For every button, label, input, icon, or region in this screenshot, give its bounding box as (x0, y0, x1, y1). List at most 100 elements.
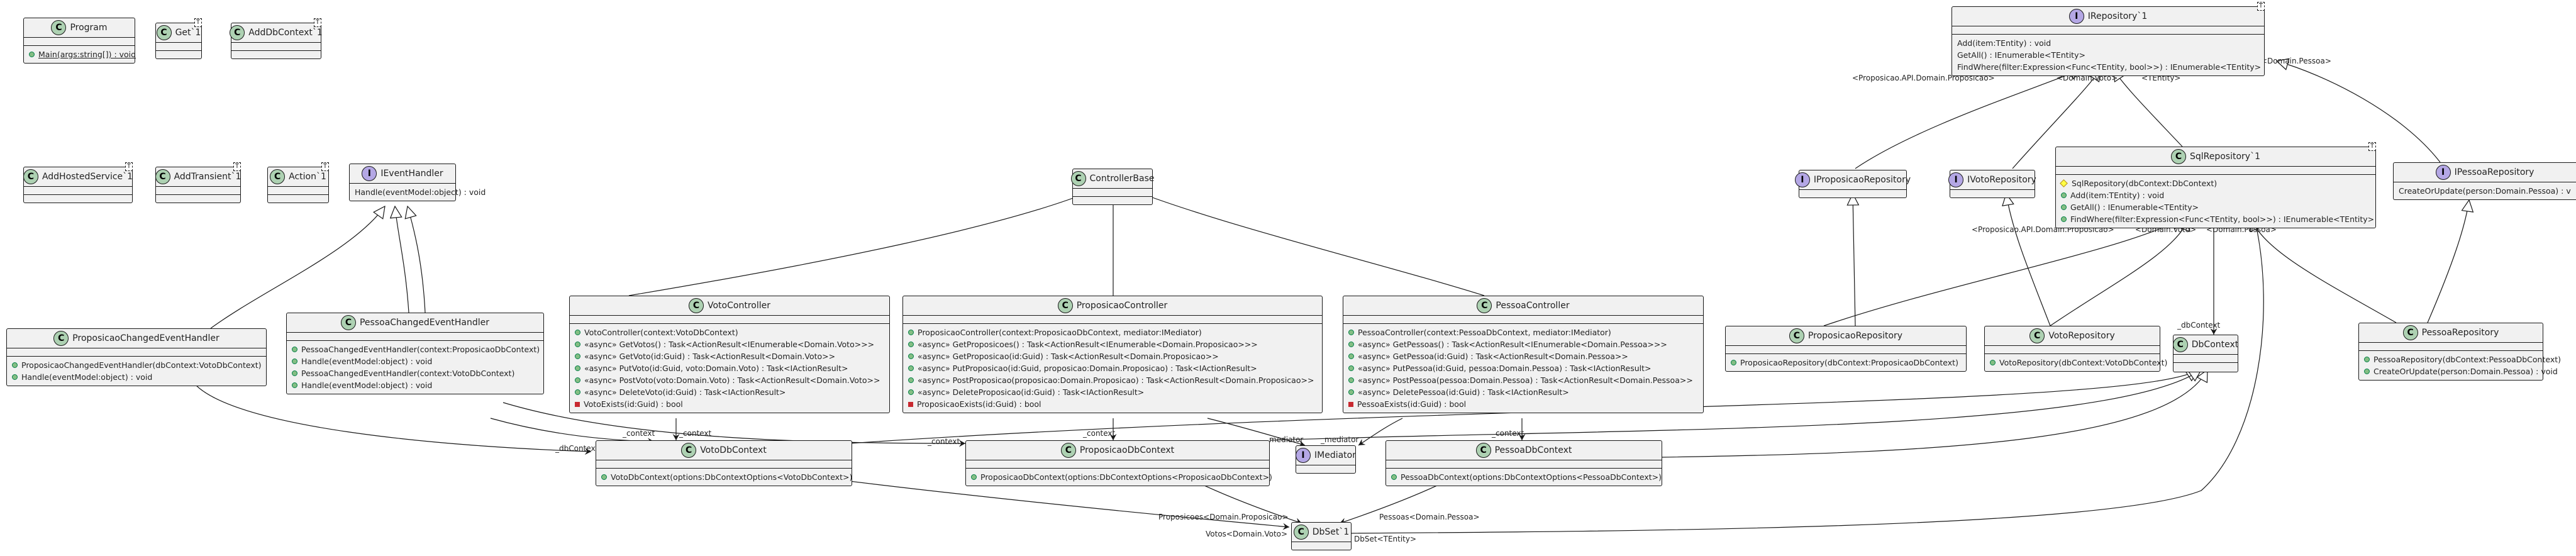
public-method-icon (575, 330, 580, 335)
public-method-icon (575, 389, 580, 395)
edge-pessoachanged-ieventhandler-2 (408, 206, 426, 313)
class-icon: C (230, 25, 245, 40)
edge-votodbcontext-dbset (823, 477, 1290, 530)
private-method-icon (1348, 401, 1353, 407)
class-icon: C (1475, 443, 1491, 458)
public-method-icon (29, 52, 35, 57)
class-icon: C (681, 443, 697, 458)
public-method-icon (1348, 330, 1354, 335)
class-icon: C (340, 315, 356, 330)
edge-label: Pessoas<Domain.Pessoa> (1379, 513, 1480, 521)
class-icon: C (156, 25, 172, 40)
edge-votorepo-ivoto (2006, 194, 2051, 326)
public-method-icon (2364, 369, 2370, 374)
interface-icon: I (1948, 172, 1964, 187)
edge-label: _dbContext (555, 444, 599, 453)
public-method-icon (908, 365, 914, 371)
private-method-icon (575, 401, 580, 407)
class-icon: C (2029, 328, 2045, 343)
public-method-icon (908, 353, 914, 359)
interface-icon: I (2068, 9, 2084, 24)
edge-ivoto-irepository (2012, 69, 2101, 169)
edge-label: _context (1083, 429, 1116, 438)
public-method-icon (575, 342, 580, 347)
public-method-icon (971, 474, 977, 480)
edge-iproposicao-irepository (1855, 69, 2082, 169)
class-icon: C (155, 169, 170, 184)
edge-proposicaocontroller-imediator (1207, 418, 1306, 447)
public-method-icon (908, 330, 914, 335)
interface-icon: I (362, 166, 377, 181)
class-icon: C (1057, 298, 1073, 313)
public-method-icon (1348, 353, 1354, 359)
edge-votodbcontext-dbcontext (848, 370, 2198, 444)
class-icon: C (53, 331, 69, 346)
public-method-icon (908, 389, 914, 395)
interface-icon: I (2435, 165, 2451, 180)
public-method-icon (292, 347, 297, 352)
edge-proposicaorepo-sql (1823, 219, 2182, 326)
public-method-icon (1348, 342, 1354, 347)
class-icon: C (270, 169, 286, 184)
class-icon: C (23, 169, 38, 184)
public-method-icon (292, 382, 297, 388)
edge-pessoachanged-ieventhandler-1 (395, 206, 409, 313)
public-method-icon (1348, 365, 1354, 371)
public-method-icon (292, 370, 297, 376)
edge-sql-dbset (1333, 218, 2264, 537)
edge-pessoadbcontext-dbcontext (1660, 370, 2207, 458)
private-method-icon (908, 401, 913, 407)
edge-label: _context (928, 437, 960, 446)
class-icon: C (689, 298, 704, 313)
class-icon: C (1070, 171, 1086, 186)
public-method-icon (1990, 360, 1996, 365)
edge-label: _context (623, 429, 655, 438)
edge-ipessoa-irepository (2277, 61, 2441, 163)
public-method-icon (1348, 389, 1354, 395)
edge-label: _mediator (1265, 435, 1304, 444)
public-method-icon (1348, 377, 1354, 383)
edge-label: <Domain.Pessoa> (2261, 57, 2331, 65)
edge-pessoarepo-sql (2251, 219, 2397, 323)
public-method-icon (12, 362, 18, 368)
edge-label: _mediator (1321, 435, 1359, 444)
edge-label: DbSet<TEntity> (1354, 535, 1417, 543)
public-method-icon (575, 365, 580, 371)
edge-pessoacontroller-controllerbase (1132, 190, 1485, 296)
edge-votocontroller-controllerbase (628, 190, 1094, 296)
edge-proposicaorepo-iproposicao (1853, 194, 1855, 326)
edge-label: _context (679, 429, 712, 438)
edge-label: Proposicoes<Domain.Proposicao> (1158, 513, 1289, 521)
edge-proposicaodbcontext-dbcontext (1270, 370, 2201, 441)
edge-label: _context (1492, 429, 1524, 438)
public-method-icon (908, 342, 914, 347)
